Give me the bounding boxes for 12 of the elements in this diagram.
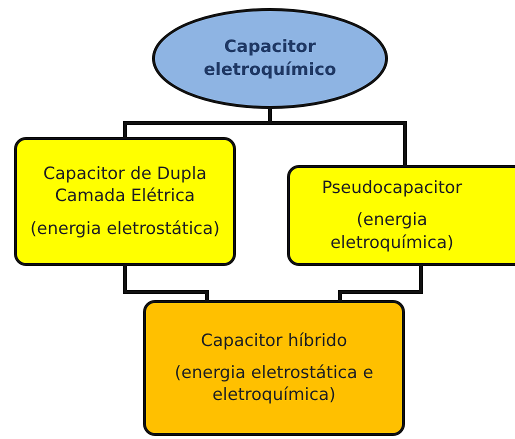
type-box: [287, 165, 515, 266]
node-title: Capacitor de Dupla Camada Elétrica: [42, 163, 208, 208]
hybrid-box: [143, 300, 405, 436]
node-title: Capacitor eletroquímico: [202, 36, 338, 81]
node-subtitle: (energia eletrostática e eletroquímica): [174, 362, 374, 406]
connector-line: [338, 265, 423, 301]
node-title: Capacitor híbrido: [200, 330, 348, 352]
node-subtitle: (energia eletroquímica): [329, 209, 455, 254]
type-box: [14, 137, 236, 266]
connector-line: [123, 265, 209, 301]
node-subtitle: (energia eletrostática): [30, 218, 220, 240]
node-title: Pseudocapacitor: [322, 177, 462, 200]
